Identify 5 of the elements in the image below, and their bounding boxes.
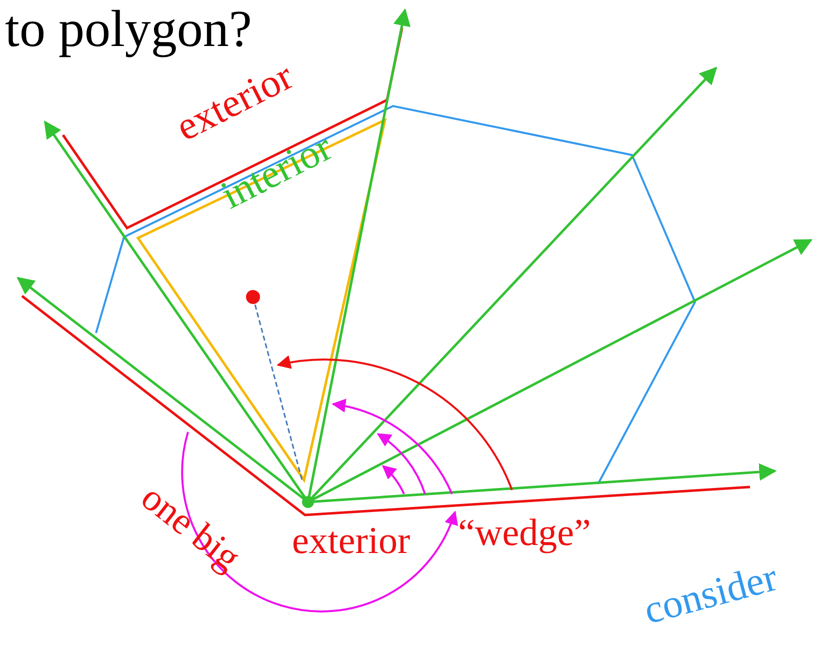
region-label: exterior (292, 522, 410, 560)
title-text: to polygon? (5, 4, 252, 56)
caption-text: consider (640, 556, 782, 631)
region-label: one big (134, 478, 247, 578)
region-label: “wedge” (458, 514, 591, 552)
